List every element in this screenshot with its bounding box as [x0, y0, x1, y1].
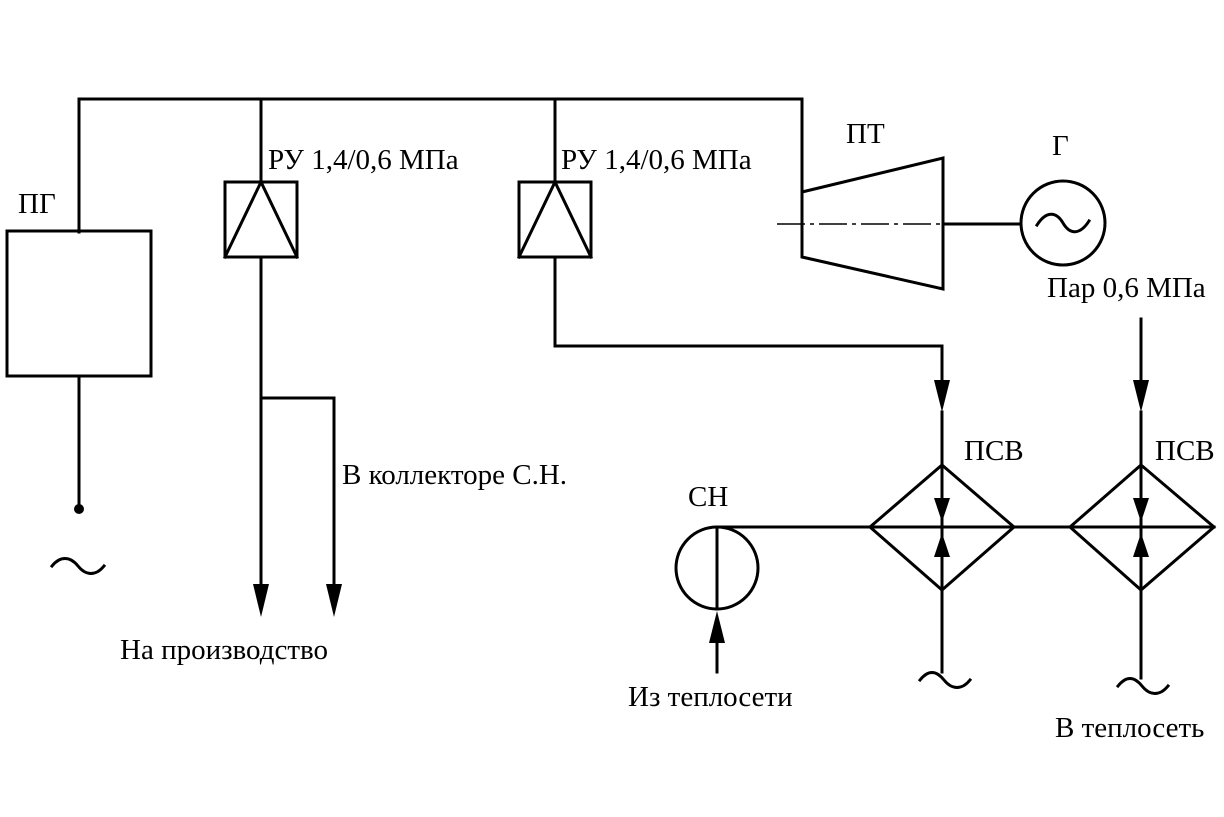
heater-1-down-arrow-icon — [934, 498, 950, 522]
main-steam-header — [77, 97, 804, 234]
generator-circle — [1019, 179, 1107, 267]
reducer-2-label: РУ 1,4/0,6 МПа — [561, 144, 752, 176]
reducer-1-symbol — [222, 178, 300, 260]
heater-2-up-arrow-icon — [1133, 533, 1149, 557]
production-arrow-icon — [253, 584, 269, 617]
junction-dot — [74, 504, 84, 514]
collector-label: В коллекторе С.Н. — [342, 459, 567, 491]
heater-1-drain-wave-icon — [917, 671, 973, 689]
heater-1-up-arrow-icon — [934, 533, 950, 557]
turbine-label: ПТ — [846, 118, 885, 150]
from-heat-network-label: Из теплосети — [628, 681, 793, 713]
reducer-2-box — [517, 180, 593, 259]
heater-2-drain-wave-icon — [1115, 677, 1171, 695]
reducer-2-symbol — [516, 178, 594, 260]
steam-generator-label: ПГ — [18, 188, 56, 220]
collector-branch-line — [259, 396, 336, 586]
steam-generator-box — [5, 229, 153, 378]
reducer-1-box — [223, 180, 299, 259]
feedwater-wave-icon — [49, 557, 107, 575]
reducer-2-outlet-line — [553, 255, 944, 382]
pump-label: СН — [688, 481, 728, 513]
heater-1-steam-arrow-icon — [934, 380, 950, 412]
heater-2-down-arrow-icon — [1133, 498, 1149, 522]
turbine-body — [800, 156, 945, 291]
return-water-arrow-icon — [709, 611, 725, 643]
ac-wave-icon — [1034, 212, 1092, 234]
to-production-label: На производство — [120, 634, 328, 666]
generator-label: Г — [1052, 130, 1069, 162]
to-heat-network-label: В теплосеть — [1055, 712, 1204, 744]
heater-2-label: ПСВ — [1155, 435, 1215, 467]
heater-1-label: ПСВ — [964, 435, 1024, 467]
collector-arrow-icon — [326, 584, 342, 617]
heater-2-steam-arrow-icon — [1133, 380, 1149, 412]
reducer-1-label: РУ 1,4/0,6 МПа — [268, 144, 459, 176]
steam-extraction-label: Пар 0,6 МПа — [1047, 272, 1206, 304]
